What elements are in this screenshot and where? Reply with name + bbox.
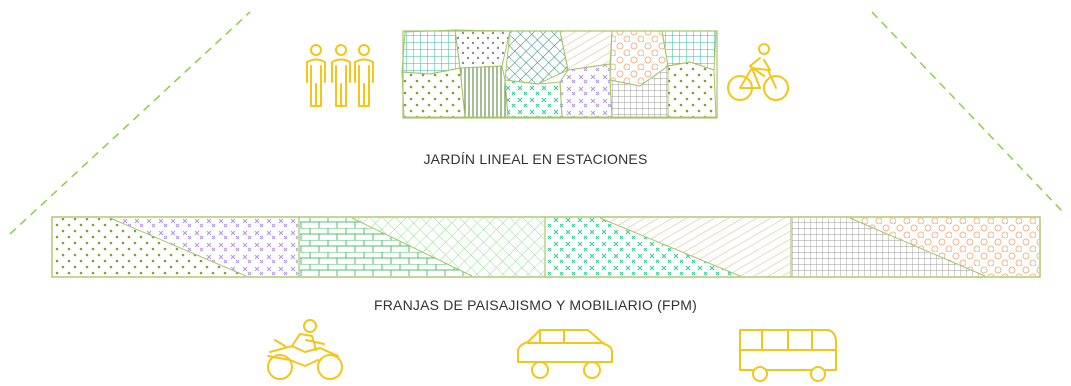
strip-segment-3-lower (546, 218, 740, 276)
garden-cell (559, 63, 613, 118)
strip-segment-4-lower (792, 218, 985, 276)
garden-cell (454, 29, 511, 69)
linear-garden-block (401, 29, 718, 119)
bicycle-icon (727, 43, 789, 101)
garden-cell (459, 65, 509, 118)
bus-icon (739, 329, 837, 382)
garden-cell (504, 30, 569, 85)
pedestrian-group-icon (306, 44, 374, 107)
strip-segment-1-lower (53, 218, 246, 276)
landscaping-strips-label: FRANJAS DE PAISAJISMO Y MOBILIARIO (FPM) (373, 297, 698, 313)
garden-cell (401, 29, 461, 75)
strip-segment-4-upper (850, 218, 1039, 276)
garden-cell (504, 79, 563, 118)
strip-segment-1-upper (110, 218, 298, 276)
garden-cell (559, 30, 613, 71)
dashed-boundary-left (9, 11, 251, 235)
strip-segment-3-upper (600, 218, 790, 276)
landscaping-strip-band (51, 216, 1041, 278)
dashed-boundary-right (871, 11, 1064, 213)
strip-segment-2-lower (300, 218, 472, 276)
car-icon (517, 329, 613, 379)
garden-cell (401, 67, 466, 118)
garden-cell (667, 61, 717, 118)
motorcycle-icon (267, 319, 343, 380)
garden-label: JARDÍN LINEAL EN ESTACIONES (423, 151, 648, 167)
strip-segment-2-upper (352, 218, 544, 276)
